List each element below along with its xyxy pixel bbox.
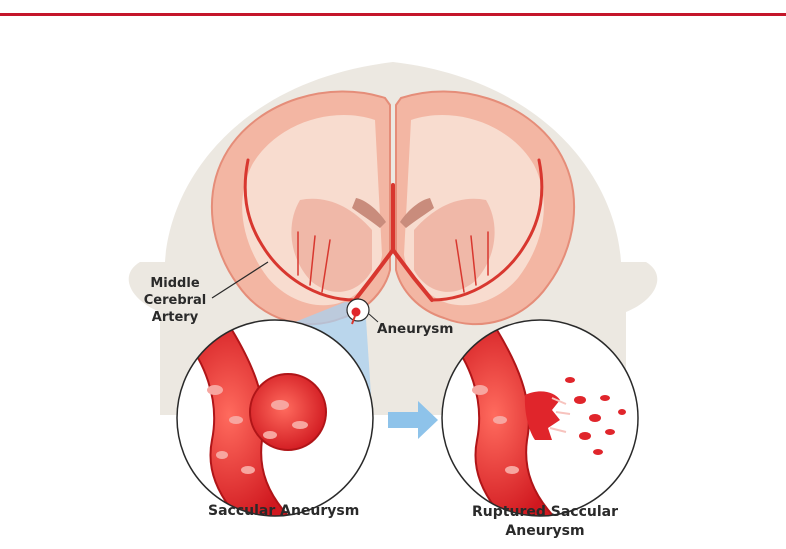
mca-label-line-2: Cerebral: [135, 292, 215, 309]
ruptured-label-line-1: Ruptured Saccular: [470, 503, 620, 522]
ruptured-label-line-2: Aneurysm: [470, 522, 620, 541]
aneurysm-label: Aneurysm: [377, 321, 453, 337]
saccular-aneurysm-label: Saccular Aneurysm: [208, 503, 359, 519]
middle-cerebral-artery-label: Middle Cerebral Artery: [135, 275, 215, 326]
saccular-aneurysm-inset: [177, 320, 373, 520]
ruptured-aneurysm-inset: [442, 320, 638, 520]
mca-label-line-3: Artery: [135, 309, 215, 326]
aneurysm-dot: [352, 308, 361, 317]
ruptured-saccular-aneurysm-label: Ruptured Saccular Aneurysm: [470, 503, 620, 541]
mca-label-line-1: Middle: [135, 275, 215, 292]
